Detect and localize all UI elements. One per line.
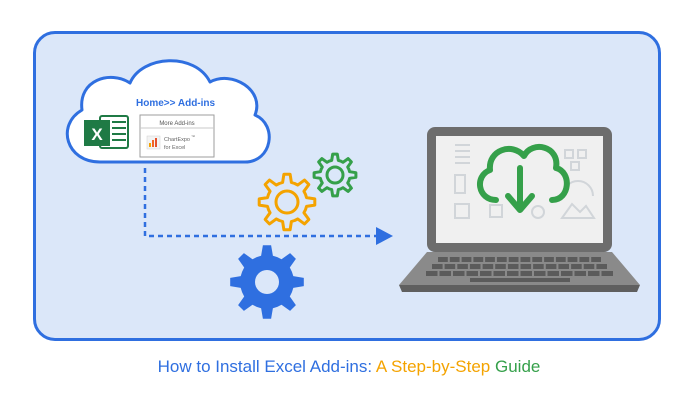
keyboard-key <box>432 264 443 269</box>
arrow-icon <box>143 168 393 245</box>
caption-part-3: Guide <box>494 357 541 376</box>
keyboard-key <box>591 257 601 262</box>
keyboard-key <box>534 271 546 276</box>
keyboard-key <box>588 271 600 276</box>
keyboard-key <box>579 257 590 262</box>
keyboard-key <box>558 264 569 269</box>
caption: How to Install Excel Add-ins: A Step-by-… <box>0 356 698 378</box>
keyboard <box>426 257 613 282</box>
keyboard-key <box>533 264 544 269</box>
keyboard-key <box>480 271 492 276</box>
keyboard-key <box>507 264 519 269</box>
keyboard-key <box>482 264 494 269</box>
keyboard-key <box>495 264 506 269</box>
more-addins-label: More Add-ins <box>159 121 194 127</box>
keyboard-key <box>555 257 566 262</box>
excel-letter: X <box>91 125 103 144</box>
screen-widgets <box>454 144 596 219</box>
keyboard-key <box>439 271 451 276</box>
keyboard-key <box>457 264 468 269</box>
keyboard-key <box>532 257 543 262</box>
keyboard-key <box>453 271 465 276</box>
chartexpo-name: ChartExpo <box>164 137 190 143</box>
keyboard-key <box>547 271 559 276</box>
keyboard-key <box>507 271 519 276</box>
green-gear-icon <box>312 152 358 198</box>
keyboard-key <box>444 264 456 269</box>
keyboard-key <box>485 257 495 262</box>
keyboard-key <box>520 271 532 276</box>
excel-icon: X <box>84 115 129 149</box>
keyboard-key <box>508 257 519 262</box>
keyboard-key <box>493 271 505 276</box>
keyboard-spacebar <box>470 278 570 282</box>
gear-green-body <box>312 152 358 198</box>
keyboard-key <box>567 257 578 262</box>
gear-orange-body <box>257 172 317 232</box>
gear-green-hole <box>325 165 345 185</box>
keyboard-key <box>426 271 438 276</box>
keyboard-key <box>574 271 586 276</box>
keyboard-key <box>520 257 531 262</box>
keyboard-key <box>438 257 448 262</box>
keyboard-key <box>601 271 613 276</box>
keyboard-key <box>596 264 607 269</box>
gear-blue-hole <box>255 270 279 294</box>
cloud-download-icon <box>477 144 570 213</box>
keyboard-key <box>449 257 460 262</box>
breadcrumb-text: Home>> Add-ins <box>136 98 216 109</box>
keyboard-key <box>469 264 481 269</box>
keyboard-key <box>496 257 507 262</box>
keyboard-key <box>583 264 595 269</box>
keyboard-key <box>545 264 557 269</box>
gear-orange-hole <box>274 189 300 215</box>
blue-gear-icon <box>230 245 304 319</box>
addins-panel: More Add-ins ChartExpo ™ for Excel <box>139 114 215 158</box>
keyboard-key <box>544 257 554 262</box>
keyboard-key <box>461 257 472 262</box>
keyboard-key <box>473 257 484 262</box>
chartexpo-tm: ™ <box>191 134 195 139</box>
caption-part-2: A Step-by-Step <box>375 357 495 376</box>
caption-part-1: How to Install Excel Add-ins: <box>157 357 376 376</box>
orange-gear-icon <box>257 172 317 232</box>
chartexpo-subtitle: for Excel <box>164 145 185 151</box>
keyboard-key <box>571 264 582 269</box>
keyboard-key <box>520 264 532 269</box>
keyboard-key <box>466 271 478 276</box>
keyboard-key <box>561 271 573 276</box>
chartexpo-icon <box>146 135 161 150</box>
